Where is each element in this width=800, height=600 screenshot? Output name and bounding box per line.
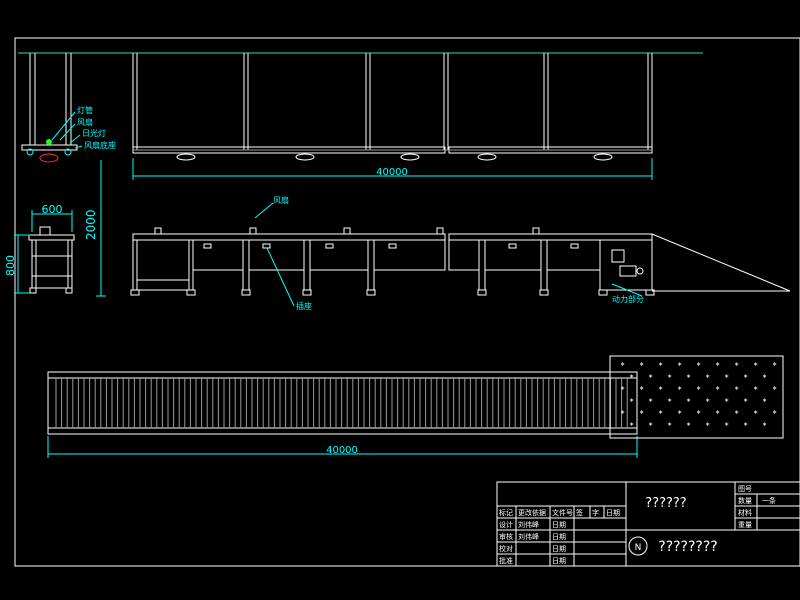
title-block-cell: 刘伟峰 xyxy=(518,520,539,529)
svg-text:∗: ∗ xyxy=(715,385,720,392)
svg-text:∗: ∗ xyxy=(696,409,701,416)
svg-text:∗: ∗ xyxy=(677,385,682,392)
svg-text:∗: ∗ xyxy=(658,385,663,392)
svg-text:∗: ∗ xyxy=(696,385,701,392)
label-fluorescent: 日光灯 xyxy=(82,128,106,138)
svg-text:∗: ∗ xyxy=(762,421,767,428)
svg-text:∗: ∗ xyxy=(715,361,720,368)
title-block-cell: 标记 xyxy=(499,508,513,517)
svg-text:∗: ∗ xyxy=(620,385,625,392)
svg-text:∗: ∗ xyxy=(639,385,644,392)
svg-text:∗: ∗ xyxy=(772,361,777,368)
svg-text:∗: ∗ xyxy=(648,397,653,404)
dim-bottom-length: 40000 xyxy=(326,445,358,456)
svg-text:∗: ∗ xyxy=(734,409,739,416)
svg-text:∗: ∗ xyxy=(620,409,625,416)
title-block-cell: 字 xyxy=(592,508,599,517)
svg-text:∗: ∗ xyxy=(705,421,710,428)
svg-text:∗: ∗ xyxy=(620,361,625,368)
small-side-view: 灯管 风扇 日光灯 风扇底座 xyxy=(21,53,116,163)
svg-text:∗: ∗ xyxy=(658,409,663,416)
svg-text:∗: ∗ xyxy=(629,397,634,404)
title-block-cell: 日期 xyxy=(552,533,566,541)
svg-text:∗: ∗ xyxy=(772,409,777,416)
title-block-cell: 日期 xyxy=(552,557,566,565)
svg-text:∗: ∗ xyxy=(648,421,653,428)
svg-text:∗: ∗ xyxy=(677,409,682,416)
svg-text:∗: ∗ xyxy=(724,421,729,428)
svg-text:∗: ∗ xyxy=(724,373,729,380)
svg-text:∗: ∗ xyxy=(724,397,729,404)
svg-text:∗: ∗ xyxy=(629,373,634,380)
dim-height: 2000 xyxy=(84,209,98,240)
title-block-cell: 文件号 xyxy=(552,508,573,517)
svg-text:∗: ∗ xyxy=(639,361,644,368)
svg-text:∗: ∗ xyxy=(705,397,710,404)
svg-text:∗: ∗ xyxy=(743,373,748,380)
svg-text:∗: ∗ xyxy=(734,385,739,392)
svg-text:∗: ∗ xyxy=(715,409,720,416)
drawing-border xyxy=(14,37,800,567)
svg-text:∗: ∗ xyxy=(686,397,691,404)
tb-title: ?????? xyxy=(645,496,686,511)
title-block-cell: 审核 xyxy=(499,532,513,541)
svg-text:∗: ∗ xyxy=(667,421,672,428)
label-drive: 动力部分 xyxy=(612,294,644,304)
title-block-cell: 更改依据 xyxy=(518,508,546,517)
title-block-cell: 日期 xyxy=(552,521,566,529)
label-socket: 插座 xyxy=(296,301,312,311)
title-block-cell: 刘伟峰 xyxy=(518,532,539,541)
tb-quantity-label: 数量 xyxy=(738,496,752,505)
svg-text:∗: ∗ xyxy=(753,361,758,368)
tb-drawing-no-label: 图号 xyxy=(738,485,752,493)
title-block-cell: 设计 xyxy=(499,520,513,529)
title-block-cell: 签 xyxy=(576,508,583,517)
front-elevation: 动力部分 风扇 插座 xyxy=(130,195,791,311)
svg-text:∗: ∗ xyxy=(686,421,691,428)
svg-text:∗: ∗ xyxy=(705,373,710,380)
title-block-cell: 校对 xyxy=(499,544,513,553)
title-block-cell: 日期 xyxy=(552,545,566,553)
svg-text:∗: ∗ xyxy=(686,373,691,380)
svg-text:∗: ∗ xyxy=(734,361,739,368)
top-elevation: 40000 xyxy=(132,53,653,180)
svg-text:∗: ∗ xyxy=(772,385,777,392)
tb-material-label: 材料 xyxy=(738,508,752,517)
svg-text:∗: ∗ xyxy=(639,409,644,416)
svg-text:∗: ∗ xyxy=(762,397,767,404)
svg-text:∗: ∗ xyxy=(696,361,701,368)
dim-top-length: 40000 xyxy=(376,167,408,178)
title-block-cell: 日期 xyxy=(606,509,620,517)
plan-view: 40000 ∗ ∗ ∗ ∗ ∗ ∗ ∗ ∗ ∗ ∗ ∗ ∗ ∗ ∗ ∗ ∗ ∗ ∗ ∗ ∗ ∗ ∗ ∗ ∗ ∗ ∗ ∗ ∗ ∗ ∗ ∗ ∗ ∗ ∗… xyxy=(47,355,784,458)
svg-text:∗: ∗ xyxy=(667,397,672,404)
svg-text:∗: ∗ xyxy=(658,361,663,368)
label-fan-base: 风扇底座 xyxy=(84,140,116,150)
tb-weight-label: 重量 xyxy=(738,521,752,529)
svg-text:∗: ∗ xyxy=(629,421,634,428)
svg-text:∗: ∗ xyxy=(753,409,758,416)
svg-text:∗: ∗ xyxy=(743,397,748,404)
label-fan-side: 风扇 xyxy=(273,195,289,205)
svg-text:∗: ∗ xyxy=(753,385,758,392)
svg-text:∗: ∗ xyxy=(677,361,682,368)
label-lamp-tube: 灯管 xyxy=(77,105,93,115)
title-block-cell: 批准 xyxy=(499,556,513,565)
svg-text:∗: ∗ xyxy=(648,373,653,380)
tb-quantity: 一条 xyxy=(762,496,776,505)
dim-width: 600 xyxy=(42,203,63,216)
svg-text:∗: ∗ xyxy=(667,373,672,380)
svg-text:N: N xyxy=(635,543,642,553)
end-view: 600 800 xyxy=(4,203,75,294)
dim-side-height: 800 xyxy=(4,255,17,276)
label-fan-top: 风扇 xyxy=(77,117,93,127)
tb-company: ???????? xyxy=(658,539,717,555)
svg-text:∗: ∗ xyxy=(762,373,767,380)
svg-text:∗: ∗ xyxy=(743,421,748,428)
title-block: 标记更改依据文件号签字日期设计刘伟峰日期审核刘伟峰日期校对日期批准日期 数量 图… xyxy=(496,481,800,567)
